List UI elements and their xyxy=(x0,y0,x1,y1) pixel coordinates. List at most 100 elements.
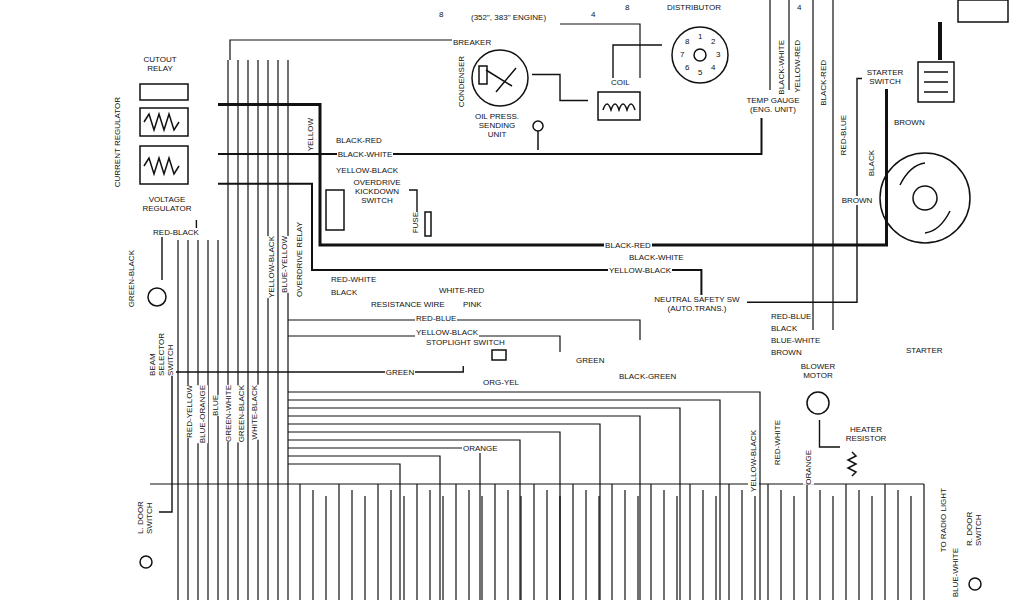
harness-wire xyxy=(572,484,573,600)
breaker-assembly: BREAKERCONDENSER xyxy=(452,38,532,111)
harness-wire xyxy=(650,484,651,600)
wire-label: RED-BLUE xyxy=(838,115,849,155)
wire-label: YELLOW-BLACK xyxy=(335,166,399,175)
wire-label: BLACK-WHITE xyxy=(628,253,685,262)
wire-label: BLACK-GREEN xyxy=(618,372,677,381)
harness-wire xyxy=(325,496,326,600)
wire-label: YELLOW xyxy=(305,118,316,151)
wire-label: BLACK xyxy=(770,324,798,333)
fuse: FUSE xyxy=(410,212,424,237)
component-label: CURRENT REGULATOR xyxy=(112,97,123,187)
wire-label: GREEN-BLACK xyxy=(236,385,247,442)
wire xyxy=(218,184,701,295)
wire-color-label: BLACK-WHITE xyxy=(337,150,394,159)
coil-housing xyxy=(598,92,640,120)
wire-label: STARTER xyxy=(905,346,944,355)
starter-field xyxy=(900,163,950,233)
terminal-number: 5 xyxy=(697,68,703,77)
harness-wire xyxy=(832,0,833,330)
component-label: STOPLIGHT SWITCH xyxy=(425,338,506,347)
harness-wire xyxy=(288,400,720,600)
harness-wire xyxy=(715,496,716,600)
wire xyxy=(820,420,841,447)
wire-connectors xyxy=(159,45,887,512)
sending-unit-lead xyxy=(537,131,539,150)
component-label: TEMP GAUGE (ENG. UNIT) xyxy=(742,96,804,114)
terminal-number: 3 xyxy=(715,50,721,59)
harness-wire xyxy=(819,490,820,600)
wire xyxy=(613,45,662,78)
blower-motor: BLOWER MOTOR xyxy=(795,362,844,420)
harness-wire xyxy=(663,490,664,600)
harness-wire xyxy=(277,60,278,600)
battery-cable xyxy=(938,22,942,60)
harness-wire xyxy=(257,60,258,600)
harness-wire xyxy=(637,496,638,600)
battery-symbol xyxy=(958,0,1008,22)
door-switch: L. DOOR SWITCH xyxy=(133,488,159,548)
starter-switch-contacts xyxy=(924,72,948,92)
harness-wire xyxy=(858,490,859,600)
harness-wire xyxy=(288,424,600,600)
wire-label: GREEN-BLACK xyxy=(126,250,137,307)
starter-motor xyxy=(880,153,970,243)
harness-wire xyxy=(288,456,440,600)
harness-wire xyxy=(312,490,313,600)
harness-wire xyxy=(832,496,833,600)
harness-wire xyxy=(416,484,417,600)
kickdown-switch-symbol xyxy=(326,190,344,230)
regulator-unit: CUTOUT RELAYCURRENT REGULATORVOLTAGE REG… xyxy=(110,55,218,220)
harness-wire xyxy=(468,490,469,600)
harness-wire xyxy=(560,24,640,78)
sending-unit-symbol xyxy=(533,121,543,131)
wire-harness xyxy=(150,0,924,600)
harness-wire xyxy=(689,484,690,600)
wire-label: GREEN-WHITE xyxy=(223,385,234,442)
wire-label: BLACK-WHITE xyxy=(776,40,787,95)
harness-wire xyxy=(217,240,218,600)
harness-wire xyxy=(585,490,586,600)
wire-color-label: RED-BLACK xyxy=(152,228,200,237)
distributor-cap xyxy=(672,27,728,83)
harness-wire xyxy=(442,496,443,600)
harness-wire xyxy=(429,490,430,600)
component-label: CONDENSER xyxy=(456,56,467,107)
harness-wire xyxy=(338,484,339,600)
resistor-symbol xyxy=(848,452,856,476)
harness-wire xyxy=(793,496,794,600)
wire xyxy=(409,190,417,212)
terminal-number: 8 xyxy=(684,37,690,46)
door-switch-symbol xyxy=(140,556,152,568)
wire-label: RED-WHITE xyxy=(772,420,783,465)
harness-wire xyxy=(288,392,760,600)
terminal-number: 7 xyxy=(679,50,685,59)
harness-wire xyxy=(812,0,813,330)
door-switch-symbol xyxy=(969,578,981,590)
coil-winding xyxy=(603,104,635,110)
wire-label: (352", 383" ENGINE) xyxy=(470,13,547,22)
temp-gauge-unit: TEMP GAUGE (ENG. UNIT) xyxy=(742,96,807,118)
wire-label: RED-WHITE xyxy=(330,275,377,284)
component-label: OIL PRESS. SENDING UNIT xyxy=(470,112,524,139)
wire-label: ORANGE xyxy=(803,450,814,485)
harness-wire xyxy=(288,408,680,600)
harness-wire xyxy=(299,484,300,600)
harness-wire xyxy=(611,484,612,600)
harness-wire xyxy=(288,432,560,600)
harness-wire xyxy=(377,484,378,600)
terminal-number: 1 xyxy=(697,32,703,41)
wire-label: BLUE-WHITE xyxy=(950,548,961,597)
component-label: BEAM SELECTOR SWITCH xyxy=(147,314,176,376)
blower-motor-symbol xyxy=(807,392,829,414)
wire-label: BLUE xyxy=(210,395,221,416)
starter-armature xyxy=(913,186,937,210)
fuse-symbol xyxy=(425,212,431,236)
harness-wire xyxy=(390,490,391,600)
harness-wire xyxy=(741,490,742,600)
starter-switch-symbol xyxy=(918,62,954,102)
harness-wire xyxy=(897,490,898,600)
component-label: STARTER SWITCH xyxy=(862,68,908,86)
component-label: FUSE xyxy=(410,212,421,233)
wire-label: YELLOW-BLACK xyxy=(415,328,479,337)
